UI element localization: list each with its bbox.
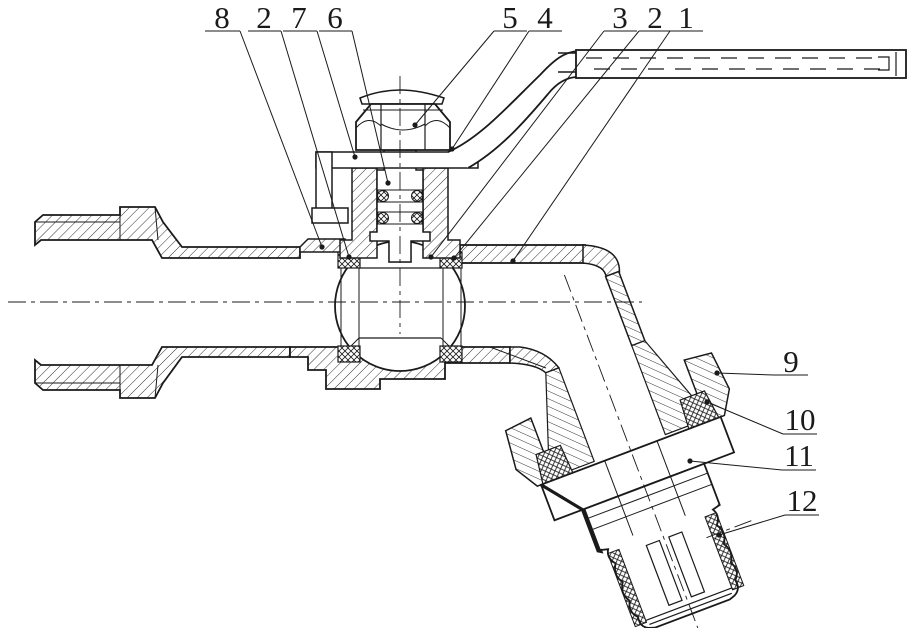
callout-leader-line xyxy=(512,30,671,262)
callout-target-dot xyxy=(510,258,516,264)
gland-right xyxy=(422,167,461,259)
stem-oring xyxy=(411,190,423,202)
callout-leader-line xyxy=(280,30,350,258)
part-callout-5: 5 xyxy=(412,0,527,128)
part-number-label: 1 xyxy=(678,0,694,35)
callout-leader-line xyxy=(706,401,784,435)
callout-leader-line xyxy=(453,30,640,259)
part-callout-1: 1 xyxy=(510,0,703,264)
part-callout-4: 4 xyxy=(449,0,562,152)
part-number-label: 6 xyxy=(327,0,343,35)
part-callout-11: 11 xyxy=(687,438,816,473)
part-callout-2: 2 xyxy=(248,0,352,260)
handle-bar xyxy=(575,49,907,79)
callout-leader-line xyxy=(451,30,530,150)
part-number-label: 2 xyxy=(647,0,663,35)
part-number-label: 8 xyxy=(214,0,230,35)
callout-target-dot xyxy=(716,532,722,538)
spout-wall-right xyxy=(604,270,646,347)
part-callout-2: 2 xyxy=(451,0,672,261)
handle-elbow-outer xyxy=(447,50,579,153)
part-number-label: 11 xyxy=(784,438,814,473)
outlet-assembly xyxy=(504,270,752,628)
callout-leader-line xyxy=(351,30,389,184)
callout-target-dot xyxy=(352,154,358,160)
part-callout-12: 12 xyxy=(716,483,819,538)
centerlines xyxy=(8,76,642,334)
seat-rings xyxy=(337,251,463,363)
part-number-label: 12 xyxy=(787,483,818,518)
part-number-label: 4 xyxy=(537,0,553,35)
stem-oring xyxy=(377,212,389,224)
callout-leader-line xyxy=(689,460,783,471)
seat-seal-left-bottom xyxy=(337,345,361,363)
seat-seal-right-bottom xyxy=(439,345,463,363)
handle-elbow-inner xyxy=(467,76,579,169)
part-callout-10: 10 xyxy=(704,399,817,437)
part-callout-3: 3 xyxy=(428,0,637,260)
part-callout-7: 7 xyxy=(283,0,358,160)
cap-nut xyxy=(355,89,451,151)
callout-leader-line xyxy=(430,30,605,258)
part-number-label: 2 xyxy=(256,0,272,35)
part-callout-8: 8 xyxy=(205,0,325,250)
callout-target-dot xyxy=(385,180,391,186)
callout-target-dot xyxy=(412,122,418,128)
barb-slot xyxy=(645,539,683,607)
sleeve-thin-edge xyxy=(540,483,608,555)
handle-stop-bracket xyxy=(315,151,333,215)
part-callout-6: 6 xyxy=(319,0,391,186)
callout-leader-line xyxy=(239,30,323,248)
part-callout-9: 9 xyxy=(714,344,808,379)
callout-target-dot xyxy=(346,254,352,260)
stem-oring xyxy=(377,190,389,202)
part-number-label: 3 xyxy=(612,0,628,35)
callout-target-dot xyxy=(449,146,455,152)
callout-leader-line xyxy=(716,372,775,376)
callout-leader-line xyxy=(316,30,356,158)
callout-target-dot xyxy=(319,244,325,250)
callout-target-dot xyxy=(428,254,434,260)
callout-target-dot xyxy=(687,458,693,464)
callout-target-dot xyxy=(704,399,710,405)
part-number-label: 5 xyxy=(502,0,518,35)
callout-target-dot xyxy=(451,255,457,261)
handle-assembly xyxy=(311,49,907,224)
stem-oring xyxy=(411,212,423,224)
callout-leader-line xyxy=(718,514,786,536)
part-number-label: 7 xyxy=(291,0,307,35)
valve-body-inlet xyxy=(34,206,621,399)
callout-leader-line xyxy=(414,30,495,126)
part-number-label: 9 xyxy=(783,344,799,379)
part-number-label: 10 xyxy=(785,402,816,437)
callout-target-dot xyxy=(714,370,720,376)
barb-slot xyxy=(667,531,706,598)
